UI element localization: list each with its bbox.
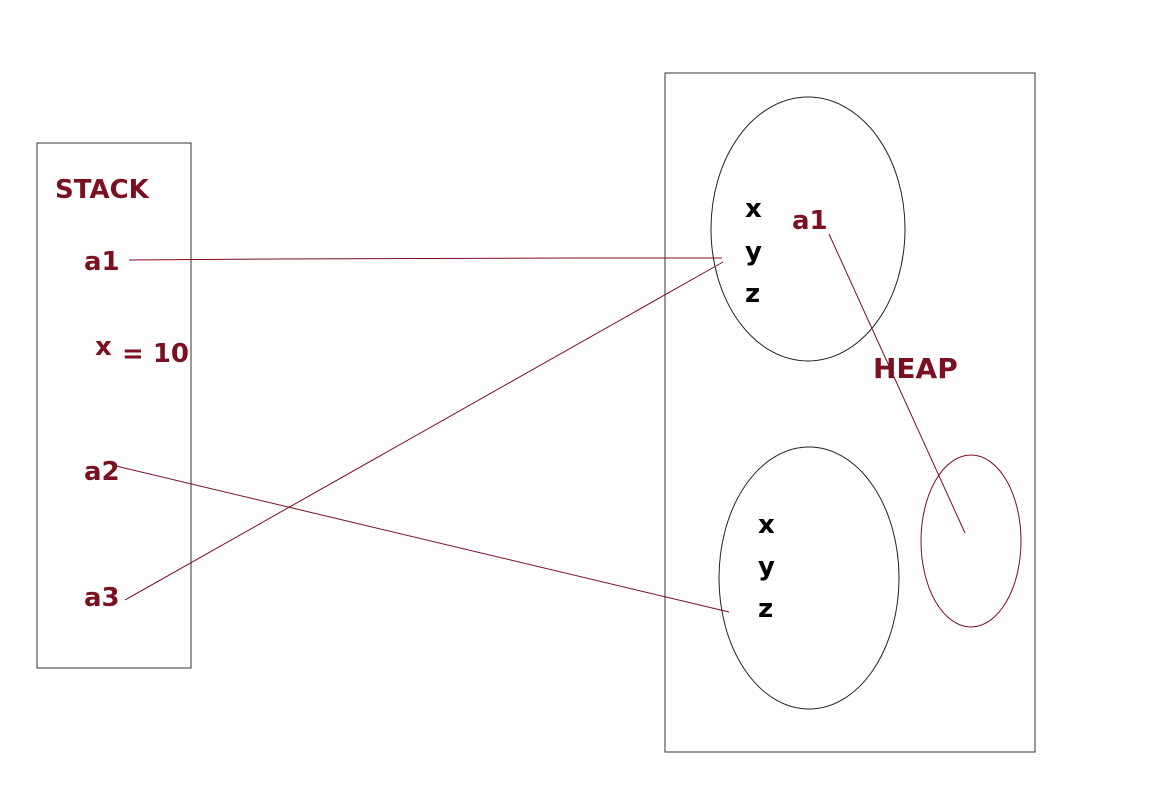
stack-var-a3: a3 (84, 583, 120, 613)
heap-object-c (920, 454, 1022, 628)
heap-title: HEAP (873, 352, 958, 385)
heap-object-a (710, 96, 906, 362)
ref-line-field-a1 (828, 233, 966, 534)
object-a-ref-a1: a1 (792, 206, 828, 236)
object-a-field-y: y (745, 237, 762, 267)
ref-line-a3 (124, 261, 724, 601)
heap-box (664, 72, 1036, 753)
stack-title: STACK (55, 175, 150, 205)
stack-primitive-value: = 10 (122, 339, 189, 369)
object-a-field-x: x (745, 194, 762, 224)
stack-box (36, 142, 192, 669)
object-b-field-x: x (758, 510, 775, 540)
stack-var-a2: a2 (84, 457, 120, 487)
object-b-field-y: y (758, 552, 775, 582)
stack-var-a1: a1 (84, 247, 120, 277)
ref-line-a1 (128, 257, 722, 261)
stack-primitive-name: x (95, 332, 112, 362)
object-b-field-z: z (758, 594, 773, 624)
object-a-field-z: z (745, 279, 760, 309)
ref-line-a2 (115, 465, 730, 613)
heap-object-b (718, 446, 900, 710)
